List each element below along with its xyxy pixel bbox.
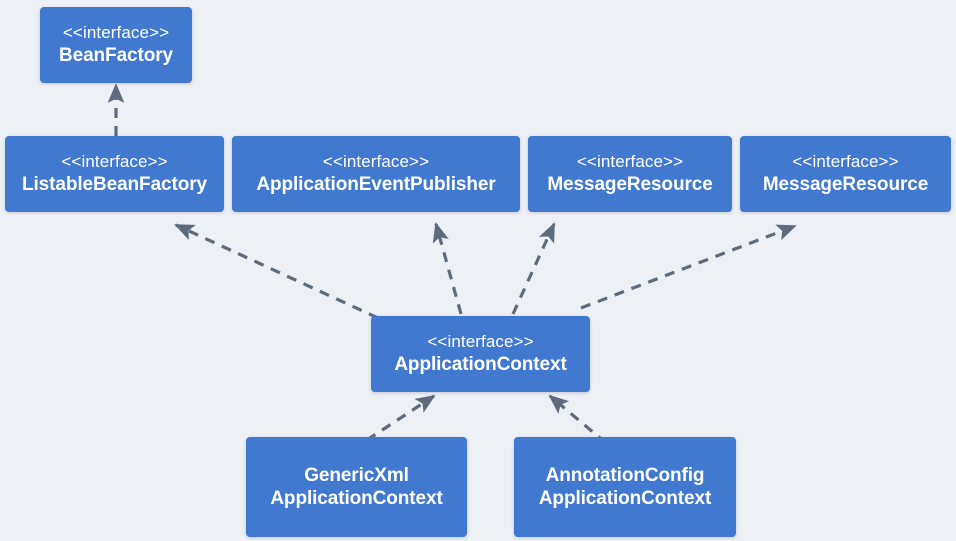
node-message-resource-2[interactable]: <<interface>> MessageResource [740, 136, 951, 212]
edge-genericxml-to-context [366, 394, 436, 442]
stereotype-label: <<interface>> [576, 152, 684, 172]
node-title-line1: GenericXml [304, 464, 409, 486]
node-annotation-config-application-context[interactable]: AnnotationConfig ApplicationContext [514, 437, 736, 537]
node-bean-factory[interactable]: <<interface>> BeanFactory [40, 7, 192, 83]
stereotype-label: <<interface>> [427, 332, 534, 352]
node-title: ApplicationEventPublisher [256, 173, 496, 195]
node-message-resource-1[interactable]: <<interface>> MessageResource [528, 136, 732, 212]
node-title: BeanFactory [59, 44, 173, 66]
node-title-line2: ApplicationContext [538, 488, 712, 509]
edge-context-to-eventpublisher [432, 222, 463, 315]
node-title: ApplicationContext [394, 353, 567, 375]
node-title-line2: ApplicationContext [270, 488, 443, 509]
edge-context-to-messageresource-1 [511, 222, 556, 315]
node-title: MessageResource [547, 173, 713, 195]
node-application-event-publisher[interactable]: <<interface>> ApplicationEventPublisher [232, 136, 520, 212]
stereotype-label: <<interface>> [61, 152, 168, 172]
node-title-line1: AnnotationConfig [545, 464, 705, 486]
stereotype-label: <<interface>> [792, 152, 899, 172]
edge-context-to-listable [174, 223, 379, 320]
edge-annotationconfig-to-context [548, 394, 608, 445]
stereotype-label: <<interface>> [62, 23, 170, 43]
node-generic-xml-application-context[interactable]: GenericXml ApplicationContext [246, 437, 467, 537]
node-title: ListableBeanFactory [22, 173, 207, 195]
node-application-context[interactable]: <<interface>> ApplicationContext [371, 316, 590, 392]
edge-context-to-messageresource-2 [580, 224, 797, 310]
node-title: MessageResource [762, 173, 929, 195]
node-listable-bean-factory[interactable]: <<interface>> ListableBeanFactory [5, 136, 224, 212]
stereotype-label: <<interface>> [322, 152, 430, 172]
